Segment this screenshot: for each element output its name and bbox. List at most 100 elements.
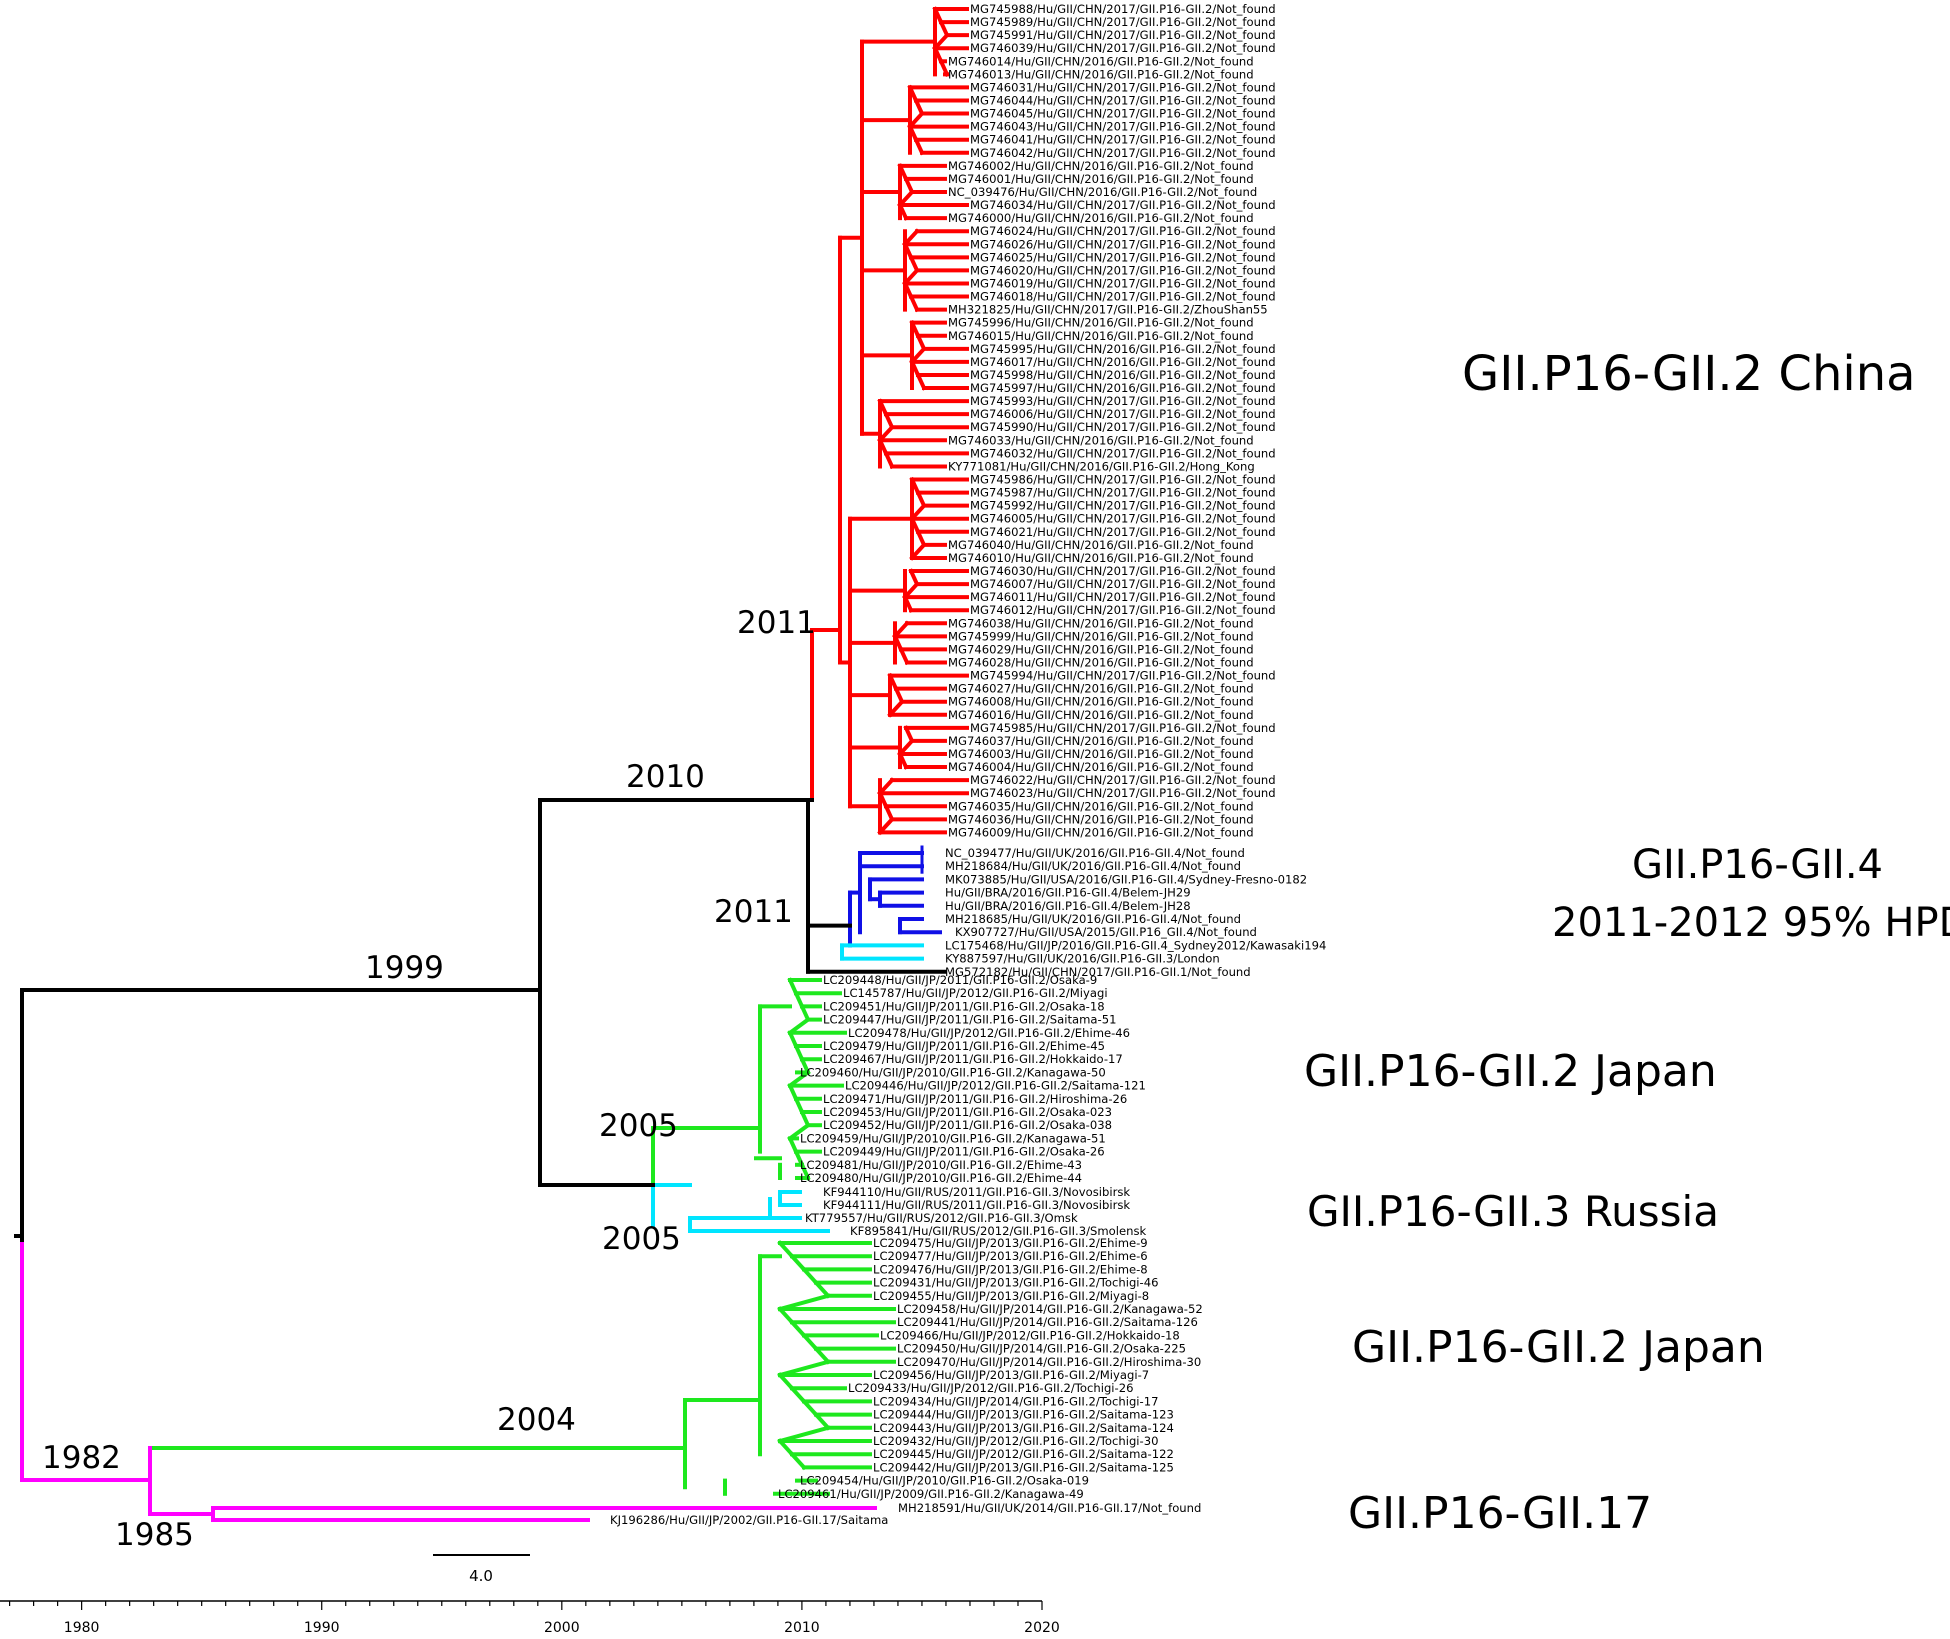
- node-label-russia-root: 2005: [602, 1221, 681, 1257]
- leaf-label-japan2-9: LC209470/Hu/GII/JP/2014/GII.P16-GII.2/Hi…: [897, 1355, 1201, 1369]
- node-label-china-root: 2011: [737, 605, 816, 641]
- node-label-japan-russia: 2005: [599, 1108, 678, 1144]
- leaf-label-china-26: MG745995/Hu/GII/CHN/2016/GII.P16-GII.2/N…: [970, 342, 1276, 356]
- clade-labels: GII.P16-GII.2 China GII.P16-GII.4 2011-2…: [1304, 346, 1950, 1539]
- tree-branch-194: [787, 1082, 799, 1102]
- leaf-label-china-52: MG746027/Hu/GII/CHN/2016/GII.P16-GII.2/N…: [948, 682, 1254, 696]
- leaf-label-china-7: MG746044/Hu/GII/CHN/2017/GII.P16-GII.2/N…: [970, 93, 1276, 107]
- tree-branch-248: [813, 1345, 831, 1365]
- leaf-label-china-20: MG746020/Hu/GII/CHN/2017/GII.P16-GII.2/N…: [970, 263, 1276, 277]
- leaf-label-china-29: MG745997/Hu/GII/CHN/2016/GII.P16-GII.2/N…: [970, 381, 1276, 395]
- leaf-label-china-30: MG745993/Hu/GII/CHN/2017/GII.P16-GII.2/N…: [970, 394, 1276, 408]
- tree-branch-83: [915, 529, 927, 548]
- leaf-label-gii4-6: KX907727/Hu/GII/USA/2015/GII.P16_GII.4/N…: [955, 925, 1257, 939]
- tree-branch-241: [789, 1253, 807, 1273]
- tree-branch-10: [938, 58, 950, 78]
- leaf-label-china-28: MG745998/Hu/GII/CHN/2016/GII.P16-GII.2/N…: [970, 368, 1276, 382]
- leaf-label-china-27: MG746017/Hu/GII/CHN/2016/GII.P16-GII.2/N…: [970, 355, 1276, 369]
- leaf-label-china-6: MG746031/Hu/GII/CHN/2017/GII.P16-GII.2/N…: [970, 80, 1276, 94]
- leaf-label-china-4: MG746014/Hu/GII/CHN/2016/GII.P16-GII.2/N…: [948, 54, 1254, 68]
- leaf-label-china-59: MG746022/Hu/GII/CHN/2017/GII.P16-GII.2/N…: [970, 773, 1276, 787]
- leaf-label-china-54: MG746016/Hu/GII/CHN/2016/GII.P16-GII.2/N…: [948, 708, 1254, 722]
- leaf-label-japan2-8: LC209450/Hu/GII/JP/2014/GII.P16-GII.2/Os…: [897, 1342, 1186, 1356]
- leaf-label-china-3: MG746039/Hu/GII/CHN/2017/GII.P16-GII.2/N…: [970, 41, 1276, 55]
- leaf-label-gii4-7: LC175468/Hu/GII/JP/2016/GII.P16-GII.4_Sy…: [945, 938, 1326, 952]
- tree-branch-192: [799, 1056, 811, 1076]
- axis-tick-label-2: 2000: [544, 1620, 580, 1636]
- leaf-label-japan2-2: LC209476/Hu/GII/JP/2013/GII.P16-GII.2/Eh…: [873, 1262, 1148, 1276]
- leaf-label-japan2-19: LC209461/Hu/GII/JP/2009/GII.P16-GII.2/Ka…: [778, 1487, 1084, 1501]
- scale-bar-label: 4.0: [469, 1567, 493, 1585]
- tree-branch-198: [787, 1135, 799, 1155]
- leaf-label-china-8: MG746045/Hu/GII/CHN/2017/GII.P16-GII.2/N…: [970, 107, 1276, 121]
- leaf-label-china-10: MG746041/Hu/GII/CHN/2017/GII.P16-GII.2/N…: [970, 133, 1276, 147]
- node-labels: 2011 2010 2011 1999 2005 2005 2004 1982 …: [42, 605, 816, 1553]
- leaf-label-gii4-2: MK073885/Hu/GII/USA/2016/GII.P16-GII.4/S…: [945, 872, 1307, 886]
- leaf-label-china-55: MG745985/Hu/GII/CHN/2017/GII.P16-GII.2/N…: [970, 721, 1276, 735]
- leaf-label-china-23: MH321825/Hu/GII/CHN/2017/GII.P16-GII.2/Z…: [948, 303, 1268, 317]
- leaf-label-china-2: MG745991/Hu/GII/CHN/2017/GII.P16-GII.2/N…: [970, 28, 1276, 42]
- leaf-label-gii4-3: Hu/GII/BRA/2016/GII.P16-GII.4/Belem-JH29: [945, 886, 1191, 900]
- tree-branch-250: [777, 1372, 795, 1392]
- leaf-label-china-33: MG746033/Hu/GII/CHN/2016/GII.P16-GII.2/N…: [948, 433, 1254, 447]
- leaf-label-china-11: MG746042/Hu/GII/CHN/2017/GII.P16-GII.2/N…: [970, 146, 1276, 160]
- leaf-label-japan1-11: LC209452/Hu/GII/JP/2011/GII.P16-GII.2/Os…: [823, 1118, 1112, 1132]
- tree-branch-100: [898, 646, 910, 666]
- leaf-label-china-13: MG746001/Hu/GII/CHN/2016/GII.P16-GII.2/N…: [948, 172, 1254, 186]
- leaf-label-russia-3: KF895841/Hu/GII/RUS/2012/GII.P16-GII.3/S…: [850, 1224, 1146, 1238]
- leaf-label-china-46: MG746012/Hu/GII/CHN/2017/GII.P16-GII.2/N…: [970, 603, 1276, 617]
- tree-branch-195: [793, 1096, 805, 1115]
- leaf-label-china-1: MG745989/Hu/GII/CHN/2017/GII.P16-GII.2/N…: [970, 15, 1276, 29]
- tree-branch-246: [789, 1319, 807, 1339]
- scale-bar: 4.0: [433, 1554, 530, 1585]
- leaf-label-japan2-12: LC209434/Hu/GII/JP/2014/GII.P16-GII.2/To…: [873, 1394, 1158, 1408]
- tree-branch-58: [915, 372, 927, 391]
- leaf-label-china-44: MG746007/Hu/GII/CHN/2017/GII.P16-GII.2/N…: [970, 577, 1276, 591]
- leaf-label-china-45: MG746011/Hu/GII/CHN/2017/GII.P16-GII.2/N…: [970, 590, 1276, 604]
- leaf-label-japan1-1: LC145787/Hu/GII/JP/2012/GII.P16-GII.2/Mi…: [843, 986, 1108, 1000]
- leaf-label-japan2-13: LC209444/Hu/GII/JP/2013/GII.P16-GII.2/Sa…: [873, 1408, 1174, 1422]
- leaf-label-russia-0: KF944110/Hu/GII/RUS/2011/GII.P16-GII.3/N…: [823, 1185, 1130, 1199]
- leaf-label-china-9: MG746043/Hu/GII/CHN/2017/GII.P16-GII.2/N…: [970, 120, 1276, 134]
- leaf-label-gii4-5: MH218685/Hu/GII/UK/2016/GII.P16-GII.4/No…: [945, 912, 1241, 926]
- leaf-label-china-37: MG745987/Hu/GII/CHN/2017/GII.P16-GII.2/N…: [970, 486, 1276, 500]
- node-label-1982: 1982: [42, 1440, 121, 1476]
- leaf-label-japan2-1: LC209477/Hu/GII/JP/2013/GII.P16-GII.2/Eh…: [873, 1249, 1148, 1263]
- node-label-1999: 1999: [365, 950, 444, 986]
- leaf-label-china-56: MG746037/Hu/GII/CHN/2016/GII.P16-GII.2/N…: [948, 734, 1254, 748]
- leaf-label-japan2-6: LC209441/Hu/GII/JP/2014/GII.P16-GII.2/Sa…: [897, 1315, 1198, 1329]
- clade-label-china: GII.P16-GII.2 China: [1462, 346, 1916, 402]
- tree-branch-196: [799, 1109, 811, 1128]
- leaf-label-japan2-7: LC209466/Hu/GII/JP/2012/GII.P16-GII.2/Ho…: [880, 1328, 1180, 1342]
- leaf-label-japan2-3: LC209431/Hu/GII/JP/2013/GII.P16-GII.2/To…: [873, 1276, 1158, 1290]
- clade-label-gii4: GII.P16-GII.4: [1632, 842, 1883, 888]
- tree-branch-199: [793, 1148, 805, 1168]
- leaf-label-china-24: MG745996/Hu/GII/CHN/2016/GII.P16-GII.2/N…: [948, 316, 1254, 330]
- leaf-label-china-25: MG746015/Hu/GII/CHN/2016/GII.P16-GII.2/N…: [948, 329, 1254, 343]
- leaf-label-japan2-11: LC209433/Hu/GII/JP/2012/GII.P16-GII.2/To…: [848, 1381, 1133, 1395]
- clade-label-russia: GII.P16-GII.3 Russia: [1307, 1187, 1719, 1236]
- tree-branch-253: [813, 1411, 831, 1431]
- leaf-label-japan1-14: LC209481/Hu/GII/JP/2010/GII.P16-GII.2/Eh…: [800, 1158, 1082, 1172]
- leaf-label-china-12: MG746002/Hu/GII/CHN/2016/GII.P16-GII.2/N…: [948, 159, 1254, 173]
- tree-branch-22: [913, 137, 925, 156]
- leaf-label-china-62: MG746036/Hu/GII/CHN/2016/GII.P16-GII.2/N…: [948, 812, 1254, 826]
- leaf-label-china-51: MG745994/Hu/GII/CHN/2017/GII.P16-GII.2/N…: [970, 669, 1276, 683]
- tree-branch-190: [787, 1030, 799, 1049]
- leaf-label-gii4-8: KY887597/Hu/GII/UK/2016/GII.P16-GII.3/Lo…: [945, 952, 1220, 966]
- leaf-label-japan2-18: LC209454/Hu/GII/JP/2010/GII.P16-GII.2/Os…: [800, 1474, 1089, 1488]
- leaf-label-china-38: MG745992/Hu/GII/CHN/2017/GII.P16-GII.2/N…: [970, 499, 1276, 513]
- tree-branch-197: [787, 1122, 811, 1142]
- leaf-label-china-17: MG746024/Hu/GII/CHN/2017/GII.P16-GII.2/N…: [970, 224, 1276, 238]
- leaf-label-china-0: MG745988/Hu/GII/CHN/2017/GII.P16-GII.2/N…: [970, 2, 1276, 16]
- leaf-label-china-47: MG746038/Hu/GII/CHN/2016/GII.P16-GII.2/N…: [948, 616, 1254, 630]
- leaf-label-china-5: MG746013/Hu/GII/CHN/2016/GII.P16-GII.2/N…: [948, 67, 1254, 81]
- leaf-label-china-49: MG746029/Hu/GII/CHN/2016/GII.P16-GII.2/N…: [948, 642, 1254, 656]
- clade-label-gii4-hpd: 2011-2012 95% HPD: [1552, 900, 1950, 946]
- leaf-label-gii4-1: MH218684/Hu/GII/UK/2016/GII.P16-GII.4/No…: [945, 859, 1241, 873]
- leaf-label-japan1-7: LC209460/Hu/GII/JP/2010/GII.P16-GII.2/Ka…: [800, 1065, 1106, 1079]
- leaf-label-china-39: MG746005/Hu/GII/CHN/2017/GII.P16-GII.2/N…: [970, 512, 1276, 526]
- leaf-label-china-48: MG745999/Hu/GII/CHN/2016/GII.P16-GII.2/N…: [948, 629, 1254, 643]
- tree-branch-240: [777, 1240, 795, 1260]
